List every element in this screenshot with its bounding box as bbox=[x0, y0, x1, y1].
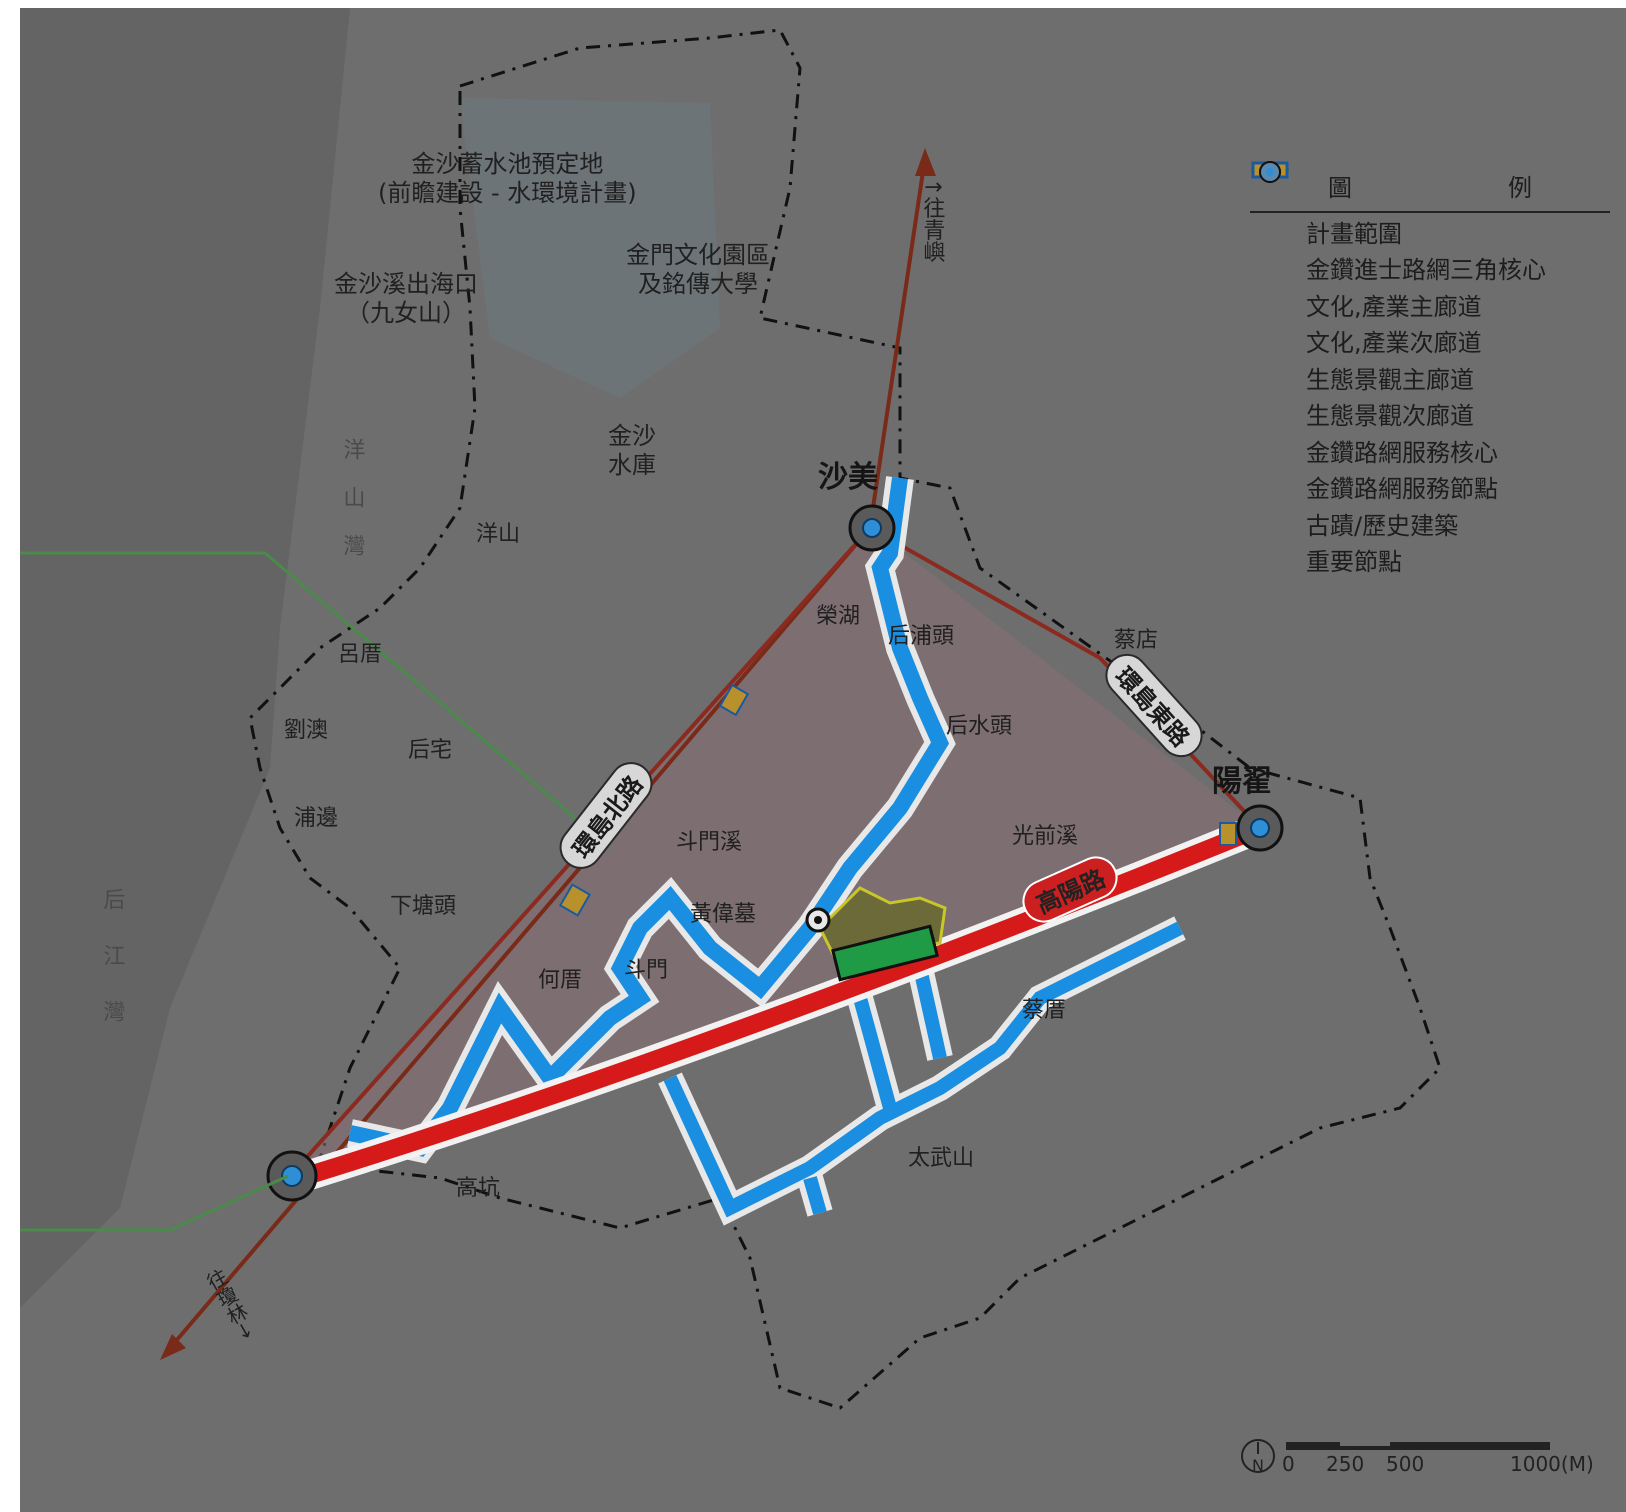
plan-boundary-icon bbox=[1250, 161, 1296, 243]
node-southwest-dot bbox=[281, 1165, 303, 1187]
culture-secondary-corridor-icon bbox=[1250, 164, 1296, 353]
label-houputou: 后浦頭 bbox=[888, 624, 955, 649]
legend-item-culture-secondary: 文化,產業次廊道 bbox=[1250, 164, 1610, 360]
historic-site-icon bbox=[1250, 161, 1296, 535]
eco-main-corridor-icon bbox=[1250, 165, 1296, 389]
label-culture-park: 金門文化園區 及銘傳大學 bbox=[626, 241, 770, 298]
label-reservoir: 金沙蓄水池預定地 (前瞻建設 - 水環境計畫) bbox=[378, 150, 637, 207]
service-core-icon bbox=[1250, 161, 1296, 462]
legend-label: 生態景觀次廊道 bbox=[1306, 402, 1474, 431]
label-houshuitou: 后水頭 bbox=[946, 714, 1013, 739]
legend: 圖 例 計畫範圍 金鑽進士路網三角核心 文化,產業主廊道 文化,產業次廊道 bbox=[1250, 160, 1610, 578]
node-yangzhai-dot bbox=[1250, 818, 1270, 838]
legend-label: 生態景觀主廊道 bbox=[1306, 365, 1474, 394]
axis-road-arrowhead-south bbox=[160, 1334, 186, 1360]
triangle-core-icon bbox=[1250, 162, 1296, 280]
label-taiwushan: 太武山 bbox=[908, 1146, 975, 1171]
label-yangshan: 洋山 bbox=[476, 522, 521, 547]
map-graphics bbox=[20, 8, 1442, 1410]
label-huangwei-tomb: 黃偉墓 bbox=[690, 902, 757, 927]
legend-label: 計畫範圍 bbox=[1306, 219, 1402, 248]
blue-corridor-inner bbox=[348, 476, 950, 1157]
scale-bar: N 0 250 500 1000(M) bbox=[1240, 1420, 1620, 1490]
legend-label: 文化,產業主廊道 bbox=[1306, 292, 1482, 321]
label-lucuo: 呂厝 bbox=[338, 642, 383, 667]
legend-item-historic: 古蹟/歷史建築 bbox=[1250, 161, 1610, 542]
legend-item-eco-main: 生態景觀主廊道 bbox=[1250, 165, 1610, 396]
legend-title-left: 圖 bbox=[1328, 174, 1352, 202]
label-estuary: 金沙溪出海口 （九女山） bbox=[334, 270, 478, 327]
legend-label: 金鑽路網服務節點 bbox=[1306, 475, 1498, 504]
legend-title-right: 例 bbox=[1508, 174, 1532, 202]
label-houzhai: 后宅 bbox=[408, 738, 453, 763]
triangle-core bbox=[290, 528, 1260, 1176]
label-houjiang-bay: 后江灣 bbox=[99, 888, 125, 1056]
legend-label: 重要節點 bbox=[1306, 548, 1402, 577]
reservoir-pond bbox=[460, 98, 720, 398]
label-gaokeng: 高坑 bbox=[456, 1176, 501, 1201]
service-core-rect bbox=[831, 924, 939, 982]
historic-site-huangwei-dot bbox=[814, 916, 822, 924]
legend-item-culture-main: 文化,產業主廊道 bbox=[1250, 165, 1610, 323]
culture-main-corridor-icon bbox=[1250, 165, 1296, 316]
service-node-3 bbox=[1219, 822, 1237, 846]
sea-area bbox=[20, 8, 350, 1308]
scale-tick-250: 250 bbox=[1326, 1452, 1365, 1476]
legend-label: 金鑽進士路網三角核心 bbox=[1306, 256, 1546, 285]
scale-tick-500: 500 bbox=[1386, 1452, 1425, 1476]
label-shamei: 沙美 bbox=[818, 460, 878, 495]
service-node-1 bbox=[558, 883, 592, 917]
north-label: N bbox=[1252, 1456, 1264, 1475]
label-xiatangtou: 下塘頭 bbox=[390, 894, 457, 919]
legend-label: 文化,產業次廊道 bbox=[1306, 329, 1482, 358]
axis-road-arrowhead-north bbox=[915, 148, 936, 176]
legend-item-service-node: 金鑽路網服務節點 bbox=[1250, 161, 1610, 506]
label-yangzhai: 陽翟 bbox=[1212, 764, 1272, 799]
label-caidian: 蔡店 bbox=[1114, 628, 1159, 653]
service-node-2 bbox=[718, 683, 750, 717]
legend-item-triangle: 金鑽進士路網三角核心 bbox=[1250, 162, 1610, 287]
label-pubian: 浦邊 bbox=[294, 806, 339, 831]
map-canvas: 金沙蓄水池預定地 (前瞻建設 - 水環境計畫) 金沙溪出海口 （九女山） 金門文… bbox=[20, 8, 1626, 1512]
legend-label: 金鑽路網服務核心 bbox=[1306, 438, 1498, 467]
legend-item-service-core: 金鑽路網服務核心 bbox=[1250, 161, 1610, 469]
legend-title: 圖 例 bbox=[1250, 160, 1610, 213]
leader-line-2 bbox=[20, 1174, 289, 1232]
scale-tick-1000: 1000(M) bbox=[1510, 1452, 1594, 1476]
important-node-icon bbox=[1250, 161, 1296, 572]
label-to-qingyu: ↑往青嶼 bbox=[919, 178, 945, 263]
label-ronghu: 榮湖 bbox=[816, 604, 861, 629]
label-liuao: 劉澳 bbox=[284, 718, 329, 743]
service-node-icon bbox=[1250, 161, 1296, 499]
label-jinsha-reservoir: 金沙 水庫 bbox=[608, 422, 656, 479]
plan-boundary bbox=[248, 28, 1442, 1410]
label-yangshan-bay: 洋山灣 bbox=[339, 438, 365, 582]
legend-item-boundary: 計畫範圍 bbox=[1250, 161, 1610, 250]
leader-line-1 bbox=[20, 551, 611, 850]
label-caicuo: 蔡厝 bbox=[1022, 998, 1067, 1023]
legend-label: 古蹟/歷史建築 bbox=[1306, 511, 1459, 540]
legend-item-important-node: 重要節點 bbox=[1250, 161, 1610, 579]
legend-item-eco-secondary: 生態景觀次廊道 bbox=[1250, 164, 1610, 433]
node-shamei-dot bbox=[862, 518, 882, 538]
north-arrow-icon bbox=[1241, 1439, 1275, 1473]
blue-corridor-south-inner bbox=[663, 921, 1184, 1218]
eco-secondary-corridor-icon bbox=[1250, 164, 1296, 426]
label-guangqianxi: 光前溪 bbox=[1012, 824, 1079, 849]
label-doumenxi: 斗門溪 bbox=[676, 830, 743, 855]
label-hecuo: 何厝 bbox=[538, 968, 583, 993]
label-doumen: 斗門 bbox=[624, 958, 669, 983]
scale-tick-0: 0 bbox=[1282, 1452, 1295, 1476]
